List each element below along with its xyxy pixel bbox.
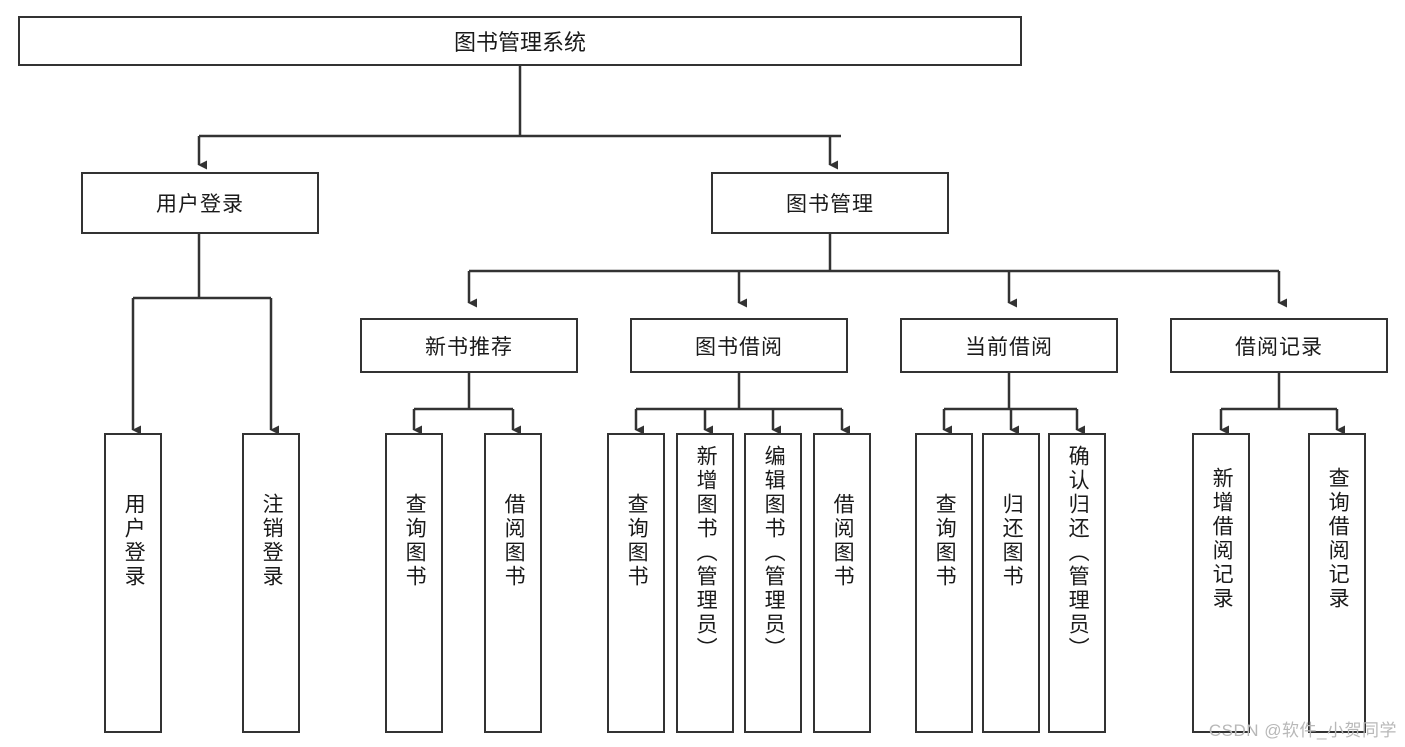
leaf-book-borrow-query-book[interactable]: 查询图书 (607, 433, 665, 733)
leaf-label: 编辑图书（管理员） (762, 445, 786, 661)
leaf-book-borrow-borrow-book[interactable]: 借阅图书 (813, 433, 871, 733)
watermark: CSDN @软件_小贺同学 (1208, 721, 1397, 740)
leaf-label: 用户登录 (122, 493, 146, 589)
node-user-login[interactable]: 用户登录 (81, 172, 319, 234)
leaf-user-login-login[interactable]: 用户登录 (104, 433, 162, 733)
node-book-borrow[interactable]: 图书借阅 (630, 318, 848, 373)
leaf-label: 借阅图书 (502, 493, 526, 589)
leaf-book-borrow-add-book[interactable]: 新增图书（管理员） (676, 433, 734, 733)
node-label: 图书管理系统 (453, 30, 586, 55)
node-label: 用户登录 (156, 193, 244, 216)
leaf-label: 确认归还（管理员） (1066, 445, 1090, 661)
leaf-new-book-query-book[interactable]: 查询图书 (385, 433, 443, 733)
leaf-user-login-logout[interactable]: 注销登录 (242, 433, 300, 733)
leaf-label: 查询借阅记录 (1326, 467, 1350, 611)
leaf-current-borrow-query-book[interactable]: 查询图书 (915, 433, 973, 733)
leaf-label: 新增图书（管理员） (694, 445, 718, 661)
leaf-label: 新增借阅记录 (1210, 467, 1234, 611)
node-label: 借阅记录 (1235, 335, 1323, 359)
leaf-label: 查询图书 (625, 493, 649, 589)
node-current-borrow[interactable]: 当前借阅 (900, 318, 1118, 373)
node-borrow-record[interactable]: 借阅记录 (1170, 318, 1388, 373)
node-label: 新书推荐 (425, 335, 513, 359)
leaf-label: 注销登录 (260, 493, 284, 589)
leaf-new-book-borrow-book[interactable]: 借阅图书 (484, 433, 542, 733)
node-label: 图书借阅 (695, 335, 783, 359)
node-root-system[interactable]: 图书管理系统 (18, 16, 1022, 66)
leaf-label: 查询图书 (933, 493, 957, 589)
leaf-label: 归还图书 (1000, 493, 1024, 589)
leaf-label: 借阅图书 (831, 493, 855, 589)
leaf-borrow-record-query-record[interactable]: 查询借阅记录 (1308, 433, 1366, 733)
node-book-management[interactable]: 图书管理 (711, 172, 949, 234)
node-label: 图书管理 (786, 193, 874, 216)
leaf-current-borrow-return-book[interactable]: 归还图书 (982, 433, 1040, 733)
node-label: 当前借阅 (965, 335, 1053, 359)
leaf-label: 查询图书 (403, 493, 427, 589)
leaf-book-borrow-edit-book[interactable]: 编辑图书（管理员） (744, 433, 802, 733)
node-new-book-recommend[interactable]: 新书推荐 (360, 318, 578, 373)
leaf-current-borrow-confirm-return[interactable]: 确认归还（管理员） (1048, 433, 1106, 733)
leaf-borrow-record-add-record[interactable]: 新增借阅记录 (1192, 433, 1250, 733)
